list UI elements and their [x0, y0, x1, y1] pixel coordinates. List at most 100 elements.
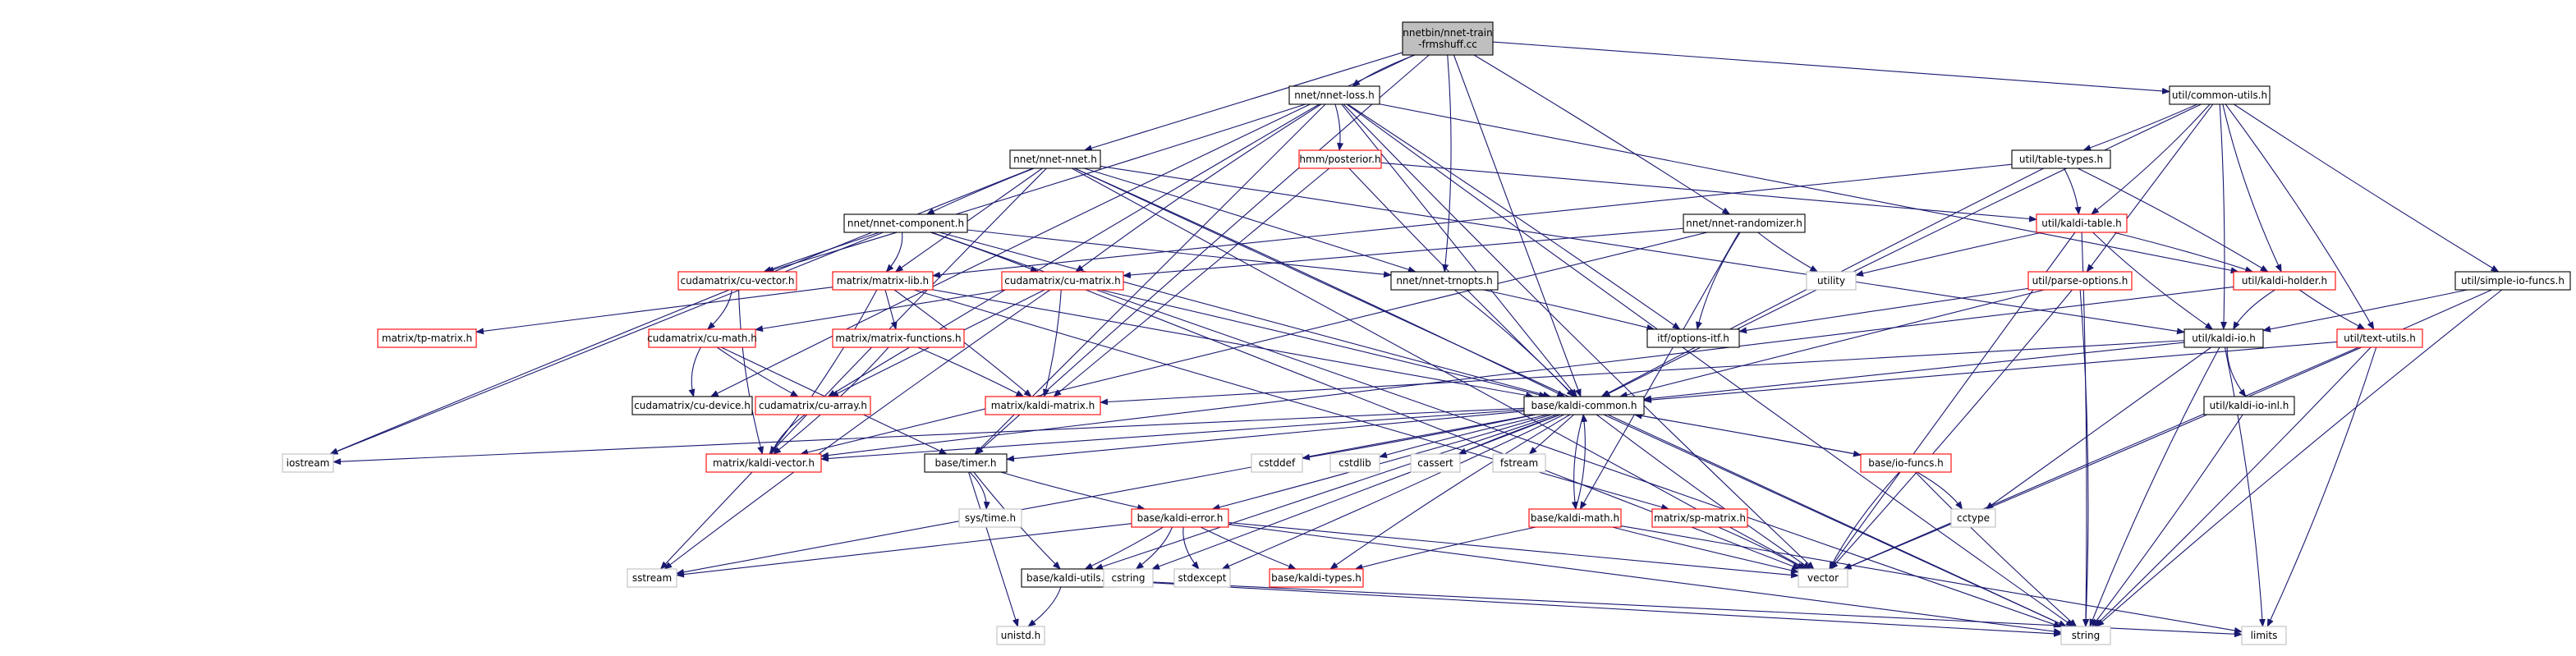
node-table-types[interactable]: util/table-types.h	[2011, 149, 2111, 169]
node-label: cstdlib	[1339, 457, 1371, 469]
node-label: base/timer.h	[934, 457, 996, 469]
node-kaldi-io[interactable]: util/kaldi-io.h	[2183, 328, 2264, 348]
node-box	[1173, 568, 1231, 588]
edge-nnet_loss-to-cu_array	[827, 103, 1320, 397]
node-label: util/text-utils.h	[2344, 333, 2416, 344]
node-kaldi-utils[interactable]: base/kaldi-utils.h	[1021, 568, 1116, 588]
node-nnet-nnet[interactable]: nnet/nnet-nnet.h	[1009, 149, 1101, 169]
node-nnet-loss[interactable]: nnet/nnet-loss.h	[1288, 85, 1380, 105]
edge-kaldi_io-to-limits	[2224, 346, 2266, 627]
edge-kaldi_common-to-kaldi_error	[1211, 414, 1552, 511]
node-label: matrix/kaldi-matrix.h	[991, 400, 1095, 411]
node-box	[1646, 328, 1740, 348]
edge-kaldi_io-to-string	[2089, 346, 2220, 627]
edge-kaldi_common-to-timer	[1006, 411, 1525, 462]
node-common-utils[interactable]: util/common-utils.h	[2169, 85, 2271, 105]
node-label: cudamatrix/cu-vector.h	[681, 275, 795, 287]
edge-cu_array-to-kaldi_vector	[770, 414, 806, 455]
node-sp-matrix[interactable]: matrix/sp-matrix.h	[1651, 508, 1748, 528]
edge-kaldi_math-to-kaldi_types	[1354, 526, 1536, 571]
node-label: util/common-utils.h	[2172, 89, 2267, 101]
node-cu-math[interactable]: cudamatrix/cu-math.h	[647, 328, 757, 348]
node-kaldi-math[interactable]: base/kaldi-math.h	[1528, 508, 1622, 528]
node-label: base/kaldi-types.h	[1271, 572, 1361, 584]
node-box	[377, 328, 477, 348]
node-box	[1950, 508, 1996, 528]
edge-common_utils-to-kaldi_common	[1601, 103, 2202, 397]
edge-kaldi_common-to-kaldi_utils	[1094, 414, 1558, 570]
node-box	[282, 453, 334, 473]
node-box	[924, 453, 1008, 473]
node-nnet-randomizer[interactable]: nnet/nnet-randomizer.h	[1683, 213, 1806, 233]
edge-nnet_component-to-cu_matrix	[930, 232, 1039, 273]
node-cu-matrix[interactable]: cudamatrix/cu-matrix.h	[1001, 271, 1124, 291]
edge-kaldi_error-to-vector	[1228, 521, 1799, 579]
edge-kaldi_utils-to-unistd	[1027, 586, 1062, 627]
edge-nnet_loss-to-kaldi_common	[1341, 103, 1577, 397]
node-itf-options[interactable]: itf/options-itf.h	[1646, 328, 1740, 348]
edge-kaldi_common-to-string	[1603, 414, 2067, 627]
node-text-utils[interactable]: util/text-utils.h	[2336, 328, 2423, 348]
node-tp-matrix[interactable]: matrix/tp-matrix.h	[377, 328, 477, 348]
node-label: cstddef	[1259, 457, 1296, 469]
edge-kaldi_error-to-cstring	[1135, 526, 1173, 570]
node-box	[1683, 213, 1806, 233]
edge-kaldi_common-to-sstream	[676, 414, 1536, 576]
node-label: unistd.h	[1001, 630, 1041, 641]
edge-nnet_nnet-to-nnet_component	[925, 167, 1035, 215]
node-box	[2011, 149, 2111, 169]
node-label: utility	[1817, 275, 1845, 287]
edge-timer-to-kaldi_error	[1000, 471, 1146, 511]
node-io-funcs[interactable]: base/io-funcs.h	[1860, 453, 1952, 473]
edge-io_funcs-to-kaldi_common	[1633, 412, 1862, 456]
node-cu-array[interactable]: cudamatrix/cu-array.h	[755, 396, 871, 415]
edge-kaldi_io-to-kaldi_common	[1643, 342, 2185, 402]
edge-kaldi_math-to-limits	[1620, 525, 2243, 634]
edge-matrix_lib-to-kaldi_vector	[769, 289, 878, 455]
node-box	[1528, 508, 1622, 528]
node-kaldi-types[interactable]: base/kaldi-types.h	[1269, 568, 1364, 588]
edge-kaldi_io-to-kaldi_matrix	[1100, 340, 2185, 406]
node-kaldi-io-inl[interactable]: util/kaldi-io-inl.h	[2203, 396, 2295, 415]
node-box	[648, 328, 756, 348]
node-kaldi-table[interactable]: util/kaldi-table.h	[2036, 213, 2128, 233]
edge-common_utils-to-kaldi_table	[2091, 103, 2211, 215]
node-timer[interactable]: base/timer.h	[924, 453, 1008, 473]
node-kaldi-vector[interactable]: matrix/kaldi-vector.h	[705, 453, 822, 473]
node-box	[1390, 271, 1499, 291]
node-matrix-lib[interactable]: matrix/matrix-lib.h	[832, 271, 934, 291]
node-box	[1001, 271, 1124, 291]
node-nnet-trnopts[interactable]: nnet/nnet-trnopts.h	[1390, 271, 1499, 291]
node-kaldi-holder[interactable]: util/kaldi-holder.h	[2233, 271, 2336, 291]
edge-nnet_nnet-to-kaldi_common	[1074, 167, 1566, 397]
edge-nnet_component-to-matrix_lib	[885, 232, 903, 273]
edge-nnet_loss-to-vector	[1343, 103, 1815, 570]
node-cu-vector[interactable]: cudamatrix/cu-vector.h	[677, 271, 797, 291]
node-parse-options[interactable]: util/parse-options.h	[2027, 271, 2133, 291]
edge-kaldi_common-to-fstream	[1528, 414, 1574, 455]
node-matrix-functions[interactable]: matrix/matrix-functions.h	[832, 328, 965, 348]
node-box	[1402, 21, 1494, 56]
node-box	[2036, 213, 2128, 233]
edge-kaldi_utils-to-string	[1114, 580, 2062, 637]
node-kaldi-matrix[interactable]: matrix/kaldi-matrix.h	[985, 396, 1101, 415]
node-kaldi-common[interactable]: base/kaldi-common.h	[1523, 396, 1645, 415]
edge-nnet_component-to-kaldi_common	[939, 232, 1552, 398]
edge-kaldi_error-to-string	[1228, 524, 2062, 635]
edge-parse_options-to-vector	[1830, 289, 2073, 570]
node-cu-device[interactable]: cudamatrix/cu-device.h	[631, 396, 753, 415]
edge-timer-to-unistd	[967, 471, 1019, 627]
node-box	[627, 568, 677, 588]
edge-cu_matrix-to-kaldi_matrix	[1043, 289, 1062, 397]
node-nnet-component[interactable]: nnet/nnet-component.h	[843, 213, 968, 233]
node-label: nnet/nnet-loss.h	[1294, 89, 1375, 101]
edge-kaldi_math-to-kaldi_common	[1575, 414, 1588, 510]
node-hmm-posterior[interactable]: hmm/posterior.h	[1298, 149, 1382, 169]
edge-common_utils-to-kaldi_holder	[2222, 103, 2282, 273]
node-kaldi-error[interactable]: base/kaldi-error.h	[1131, 508, 1229, 528]
node-box	[2027, 271, 2133, 291]
node-root[interactable]: nnetbin/nnet-train-frmshuff.cc	[1402, 21, 1494, 56]
node-simple-io-funcs[interactable]: util/simple-io-funcs.h	[2454, 271, 2571, 291]
node-utility: utility	[1806, 271, 1857, 291]
edge-kaldi_io_inl-to-string	[2092, 414, 2243, 627]
